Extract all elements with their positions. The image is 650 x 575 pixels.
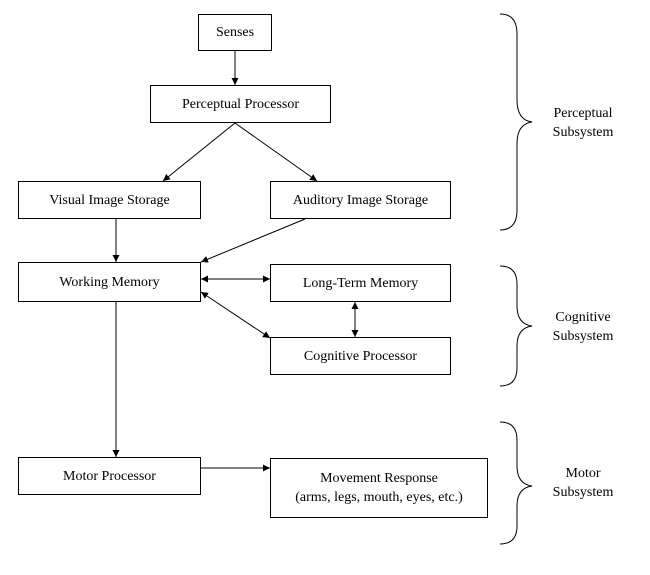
motor-subsystem-label: Motor Subsystem [528,464,638,502]
perceptual-processor-box: Perceptual Processor [150,85,331,123]
motor-processor-label: Motor Processor [63,468,156,484]
perceptual-brace [499,13,533,231]
cognitive-subsystem-label: Cognitive Subsystem [528,308,638,346]
arrow-auditory-to-working [200,218,306,263]
motor-processor-box: Motor Processor [18,457,201,495]
working-memory-label: Working Memory [59,274,160,290]
movement-response-title: Movement Response [320,471,438,486]
cognitive-brace [499,265,533,387]
cognitive-processor-label: Cognitive Processor [303,348,418,364]
motor-subsystem-line2: Subsystem [552,485,614,500]
arrow-working-cognitive [200,291,271,339]
long-term-memory-box: Long-Term Memory [270,264,451,302]
cognitive-processor-box: Cognitive Processor [270,337,451,375]
perceptual-processor-label: Perceptual Processor [181,96,300,112]
visual-image-storage-label: Visual Image Storage [49,192,170,208]
arrow-perceptual-to-auditory [234,122,318,182]
visual-image-storage-box: Visual Image Storage [18,181,201,219]
auditory-image-storage-label: Auditory Image Storage [292,192,429,208]
cognitive-subsystem-line1: Cognitive [555,310,611,325]
senses-box: Senses [198,14,272,51]
senses-label: Senses [215,25,255,40]
arrow-perceptual-to-visual [162,122,236,182]
auditory-image-storage-box: Auditory Image Storage [270,181,451,219]
movement-response-box: Movement Response (arms, legs, mouth, ey… [270,458,488,518]
motor-subsystem-line1: Motor [565,466,601,481]
working-memory-box: Working Memory [18,262,201,302]
perceptual-subsystem-label: Perceptual Subsystem [528,104,638,142]
motor-brace [499,421,533,545]
movement-response-detail: (arms, legs, mouth, eyes, etc.) [295,490,463,505]
long-term-memory-label: Long-Term Memory [302,275,419,291]
perceptual-subsystem-line1: Perceptual [553,106,613,121]
cognitive-subsystem-line2: Subsystem [552,329,614,344]
perceptual-subsystem-line2: Subsystem [552,125,614,140]
